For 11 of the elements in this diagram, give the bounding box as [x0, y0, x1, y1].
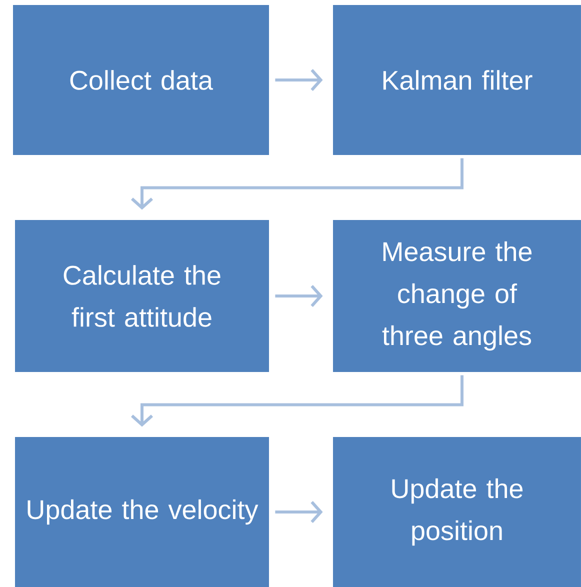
arrow	[131, 158, 464, 210]
arrow	[131, 375, 464, 427]
process-box: Calculate the first attitude	[15, 220, 269, 372]
process-box: Collect data	[13, 5, 269, 155]
arrow	[275, 69, 323, 92]
process-box: Update the position	[333, 437, 581, 587]
arrow	[275, 501, 323, 523]
process-box: Measure the change of three angles	[333, 220, 581, 372]
process-box: Update the velocity	[15, 437, 269, 587]
process-box: Kalman filter	[333, 5, 581, 155]
arrow	[275, 285, 323, 307]
